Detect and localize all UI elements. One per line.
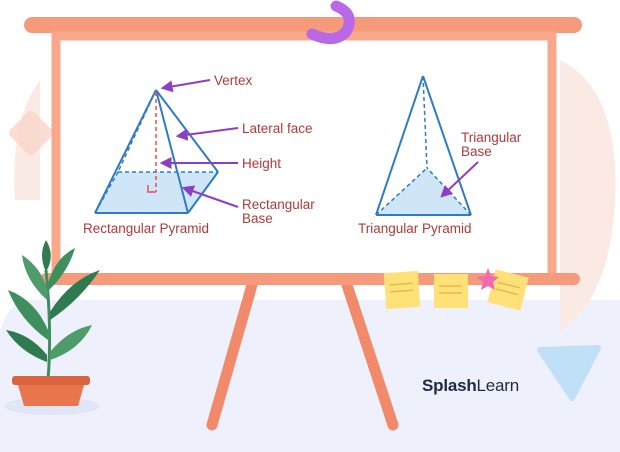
- rect-base-label-line2: Base: [242, 211, 273, 226]
- lateral-face-label: Lateral face: [242, 121, 313, 136]
- pot-rim: [12, 376, 90, 385]
- lateral-face-arrow: [175, 127, 239, 141]
- tri-base-arrow: [440, 161, 479, 198]
- sticky-note-1: [383, 270, 421, 310]
- triangular-pyramid: [375, 75, 479, 216]
- tri-base-label-line2: Base: [461, 144, 492, 159]
- vertex-arrow: [160, 79, 211, 93]
- height-label: Height: [242, 156, 282, 171]
- brand-regular: Learn: [476, 376, 520, 395]
- brand-bold: Splash: [422, 376, 477, 395]
- sticky-note-2: [434, 274, 468, 308]
- leaf-icon: [48, 248, 75, 290]
- leaf-icon: [42, 240, 51, 272]
- sticky-note-3: [487, 269, 529, 311]
- tri-base-label-line1: Triangular: [461, 130, 522, 145]
- right-angle-mark: [147, 185, 156, 193]
- whiteboard: [24, 0, 582, 285]
- pot: [18, 385, 84, 406]
- star-icon: [477, 268, 499, 290]
- triangle-decor: [537, 345, 601, 401]
- brand-logo: SplashLearn: [422, 376, 519, 396]
- rectangular-pyramid: [94, 79, 239, 214]
- rect-pyramid-caption: Rectangular Pyramid: [83, 221, 210, 236]
- tri-pyramid-caption: Triangular Pyramid: [358, 221, 472, 236]
- board-frame: [51, 31, 557, 283]
- sticky-notes: [383, 268, 529, 311]
- rect-base-label-line1: Rectangular: [242, 197, 315, 212]
- leaf-icon: [50, 325, 92, 360]
- background-decor: [0, 60, 620, 452]
- leaf-icon: [8, 290, 48, 340]
- leaf-icon: [22, 255, 48, 300]
- rect-base-fill: [95, 172, 218, 213]
- rect-base-arrow: [181, 185, 239, 208]
- vertex-label: Vertex: [214, 73, 253, 88]
- top-rail: [24, 17, 582, 33]
- diamond-decor: [9, 111, 53, 155]
- easel-legs: [206, 279, 399, 431]
- tri-base-fill: [376, 168, 471, 215]
- leaf-icon: [50, 270, 100, 320]
- leaf-icon: [6, 330, 47, 362]
- potted-plant: [6, 240, 100, 406]
- clip-decor: [306, 0, 355, 44]
